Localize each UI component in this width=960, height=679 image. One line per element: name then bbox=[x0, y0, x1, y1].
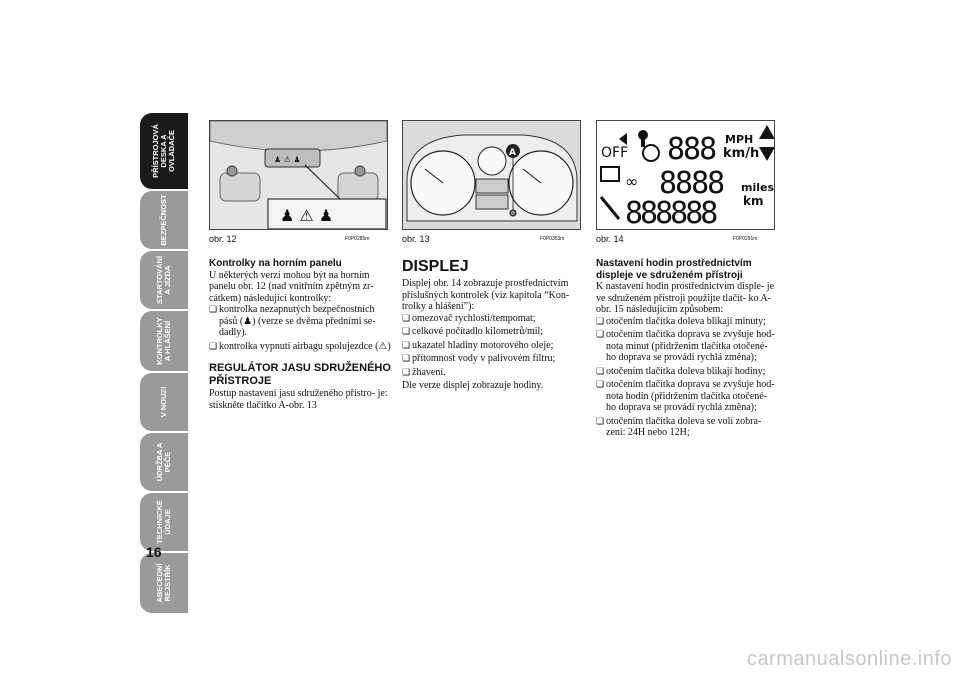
tab-label: BEZPEČNOST bbox=[159, 194, 168, 246]
section-heading: Kontrolky na horním panelu bbox=[209, 258, 342, 269]
svg-text:km: km bbox=[743, 194, 763, 208]
tab-v-nouzi[interactable]: V NOUZI bbox=[140, 373, 188, 431]
svg-text:♟ ⚠ ♟: ♟ ⚠ ♟ bbox=[280, 206, 333, 225]
list-item: celkové počítadlo kilometrů/mil; bbox=[402, 326, 584, 338]
svg-text:miles: miles bbox=[741, 181, 774, 194]
section-heading: REGULÁTOR JASU SDRUŽENÉHO PŘÍSTROJE bbox=[209, 362, 391, 387]
column-overhead-lights: Kontrolky na horním panelu U některých v… bbox=[209, 258, 391, 411]
paragraph: U některých verzí mohou být na horním pa… bbox=[209, 269, 374, 304]
watermark: carmanualsonline.info bbox=[746, 648, 952, 670]
list-item: ukazatel hladiny motorového oleje; bbox=[402, 340, 584, 352]
svg-text:A: A bbox=[509, 148, 516, 158]
svg-text:MPH: MPH bbox=[725, 133, 753, 146]
bullet-list: kontrolka nezapnutých bezpečnostních pás… bbox=[209, 304, 391, 352]
tab-label: PŘÍSTROJOVÁ DESKA A OVLADAČE bbox=[151, 124, 176, 178]
column-clock-setting: Nastavení hodin prostřednictvím displeje… bbox=[596, 258, 778, 441]
column-display: DISPLEJ Displej obr. 14 zobrazuje prostř… bbox=[402, 258, 584, 392]
figure-caption: obr. 12 bbox=[209, 234, 237, 244]
list-item: otočením tlačítka doleva blikají hodiny; bbox=[596, 366, 778, 378]
figure-code: F0P0291m bbox=[733, 236, 758, 242]
list-item: omezovač rychlosti/tempomat; bbox=[402, 313, 584, 325]
paragraph: Dle verze displej zobrazuje hodiny. bbox=[402, 380, 544, 391]
section-heading: DISPLEJ bbox=[402, 258, 469, 275]
tab-udrzba[interactable]: ÚDRŽBA A PÉČE bbox=[140, 433, 188, 491]
tab-label: ÚDRŽBA A PÉČE bbox=[155, 442, 172, 482]
tab-bezpecnost[interactable]: BEZPEČNOST bbox=[140, 191, 188, 249]
paragraph: Postup nastavení jasu sdruženého přístro… bbox=[209, 388, 388, 411]
svg-text:888: 888 bbox=[667, 132, 716, 167]
tab-pristrojova-deska[interactable]: PŘÍSTROJOVÁ DESKA A OVLADAČE bbox=[140, 113, 188, 189]
figure-lcd-display: OFF 888 MPH km/h ∞ 8888 miles km 888888 bbox=[596, 120, 775, 230]
list-item: otočením tlačítka doleva se volí zobra- … bbox=[596, 416, 778, 439]
list-item: kontrolka nezapnutých bezpečnostních pás… bbox=[209, 304, 391, 339]
section-heading: Nastavení hodin prostřednictvím displeje… bbox=[596, 258, 752, 281]
list-item: přítomnost vody v palivovém filtru; bbox=[402, 353, 584, 365]
svg-text:888888: 888888 bbox=[625, 196, 717, 229]
paragraph: Displej obr. 14 zobrazuje prostřednictví… bbox=[402, 278, 570, 312]
tab-rejstrik[interactable]: ABECEDNÍ REJSTŘÍK bbox=[140, 553, 188, 613]
svg-text:OFF: OFF bbox=[601, 145, 628, 161]
svg-text:8888: 8888 bbox=[659, 166, 724, 201]
bullet-list: omezovač rychlosti/tempomat; celkové poč… bbox=[402, 313, 584, 379]
figure-caption: obr. 13 bbox=[402, 234, 430, 244]
page-number: 16 bbox=[146, 544, 162, 560]
tab-technicke-udaje[interactable]: TECHNICKÉ ÚDAJE bbox=[140, 493, 188, 551]
figure-code: F0P0285m bbox=[345, 236, 370, 242]
list-item: otočením tlačítka doprava se zvyšuje hod… bbox=[596, 329, 778, 364]
figure-overhead-panel: ♟ ⚠ ♟ ♟ ⚠ ♟ bbox=[209, 120, 388, 230]
bullet-list: otočením tlačítka doleva blikají minuty;… bbox=[596, 316, 778, 439]
paragraph: K nastavení hodin prostřednictvím disple… bbox=[596, 281, 775, 315]
tab-label: KONTROLKY A HLÁŠENÍ bbox=[155, 317, 172, 365]
figure-instrument-cluster: A bbox=[402, 120, 581, 230]
tab-label: V NOUZI bbox=[159, 386, 168, 418]
tab-label: TECHNICKÉ ÚDAJE bbox=[155, 500, 172, 544]
figure-code: F0P0353m bbox=[540, 236, 565, 242]
list-item: otočením tlačítka doleva blikají minuty; bbox=[596, 316, 778, 328]
svg-text:∞: ∞ bbox=[625, 172, 638, 191]
list-item: žhavení. bbox=[402, 367, 584, 379]
tab-startovani[interactable]: STARTOVÁNÍ A JÍZDA bbox=[140, 251, 188, 309]
list-item: otočením tlačítka doprava se zvyšuje hod… bbox=[596, 379, 778, 414]
tab-label: ABECEDNÍ REJSTŘÍK bbox=[155, 563, 172, 603]
tab-label: STARTOVÁNÍ A JÍZDA bbox=[155, 255, 172, 305]
svg-text:km/h: km/h bbox=[723, 146, 759, 161]
list-item: kontrolka vypnutí airbagu spolujezdce (⚠… bbox=[209, 341, 391, 353]
tab-kontrolky[interactable]: KONTROLKY A HLÁŠENÍ bbox=[140, 311, 188, 371]
svg-text:♟ ⚠ ♟: ♟ ⚠ ♟ bbox=[274, 155, 301, 164]
figure-caption: obr. 14 bbox=[596, 234, 624, 244]
